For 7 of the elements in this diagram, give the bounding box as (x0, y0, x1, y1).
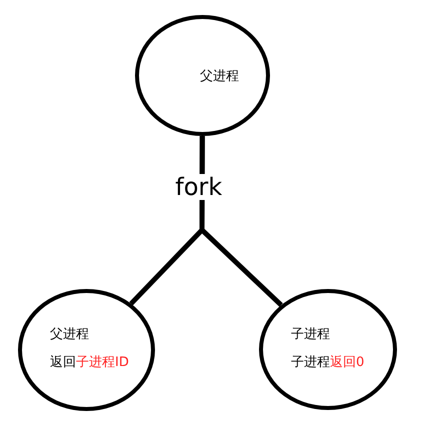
node-label: 父进程 (200, 69, 239, 85)
node-label: 子进程 (291, 327, 330, 343)
node-label: 父进程 (50, 327, 89, 343)
connector-line (200, 136, 283, 307)
node-label: 返回子进程ID (50, 355, 129, 371)
node-label: 子进程返回0 (291, 355, 364, 371)
edge-label: fork (174, 174, 224, 200)
